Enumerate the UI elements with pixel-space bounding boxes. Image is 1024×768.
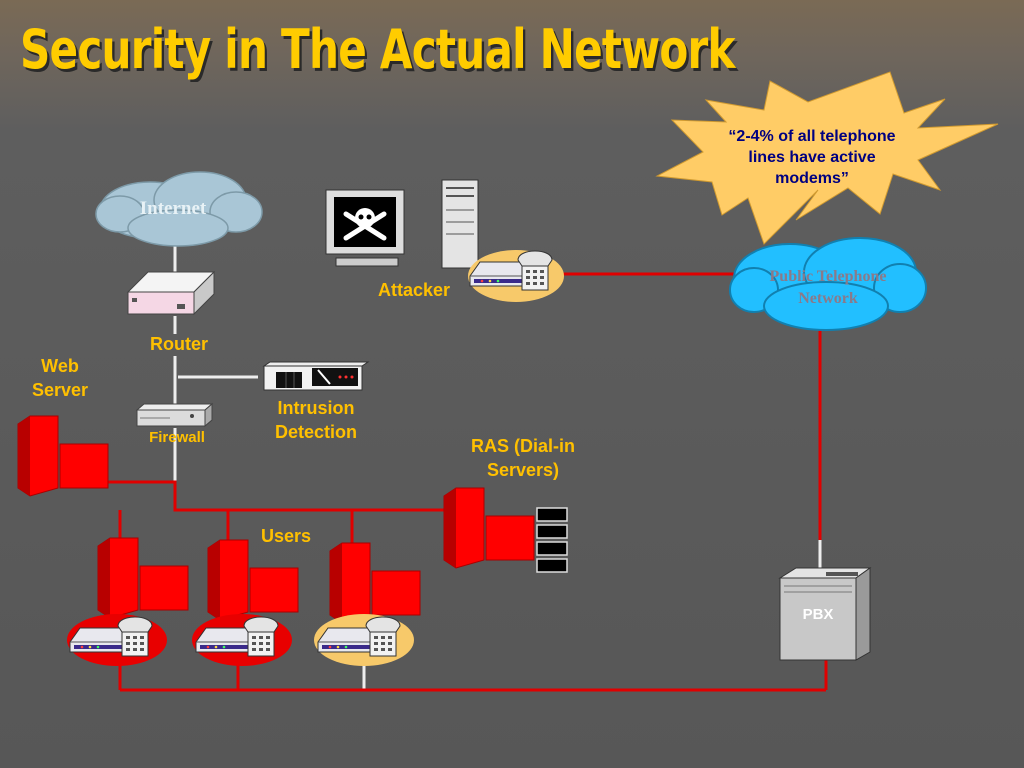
- pstn-label: Public Telephone Network: [769, 268, 887, 307]
- internet-label: Internet: [139, 198, 207, 219]
- attacker-label: Attacker: [377, 280, 451, 300]
- pbx-icon: [778, 567, 872, 661]
- web-server-icon: [17, 415, 109, 497]
- firewall-icon: [135, 402, 214, 428]
- user-server-icon: [97, 537, 189, 619]
- slide-title: Security in The Actual Network: [20, 18, 736, 81]
- tower-computer-icon: [441, 179, 479, 269]
- firewall-label: Firewall: [149, 429, 205, 446]
- router-icon: [126, 270, 216, 316]
- ras-server-icon: [443, 487, 535, 569]
- modem-callout: “2-4% of all telephone lines have active…: [728, 128, 896, 187]
- user-server-icon: [207, 539, 299, 621]
- skull-monitor-icon: [325, 189, 405, 267]
- user-server-icon: [329, 542, 421, 624]
- starburst-icon: [655, 71, 999, 245]
- pstn-cloud-icon: [729, 237, 927, 331]
- router-label: Router: [150, 334, 208, 354]
- users-label: Users: [260, 526, 312, 546]
- ids-icon: [262, 361, 370, 391]
- ras-label: RAS (Dial-in Servers): [470, 436, 575, 480]
- ids-label: Intrusion Detection: [274, 398, 357, 442]
- pbx-label: PBX: [802, 606, 834, 623]
- rack-icon: [536, 507, 568, 573]
- internet-cloud-icon: [95, 171, 263, 247]
- web-server-label: Web Server: [31, 356, 89, 400]
